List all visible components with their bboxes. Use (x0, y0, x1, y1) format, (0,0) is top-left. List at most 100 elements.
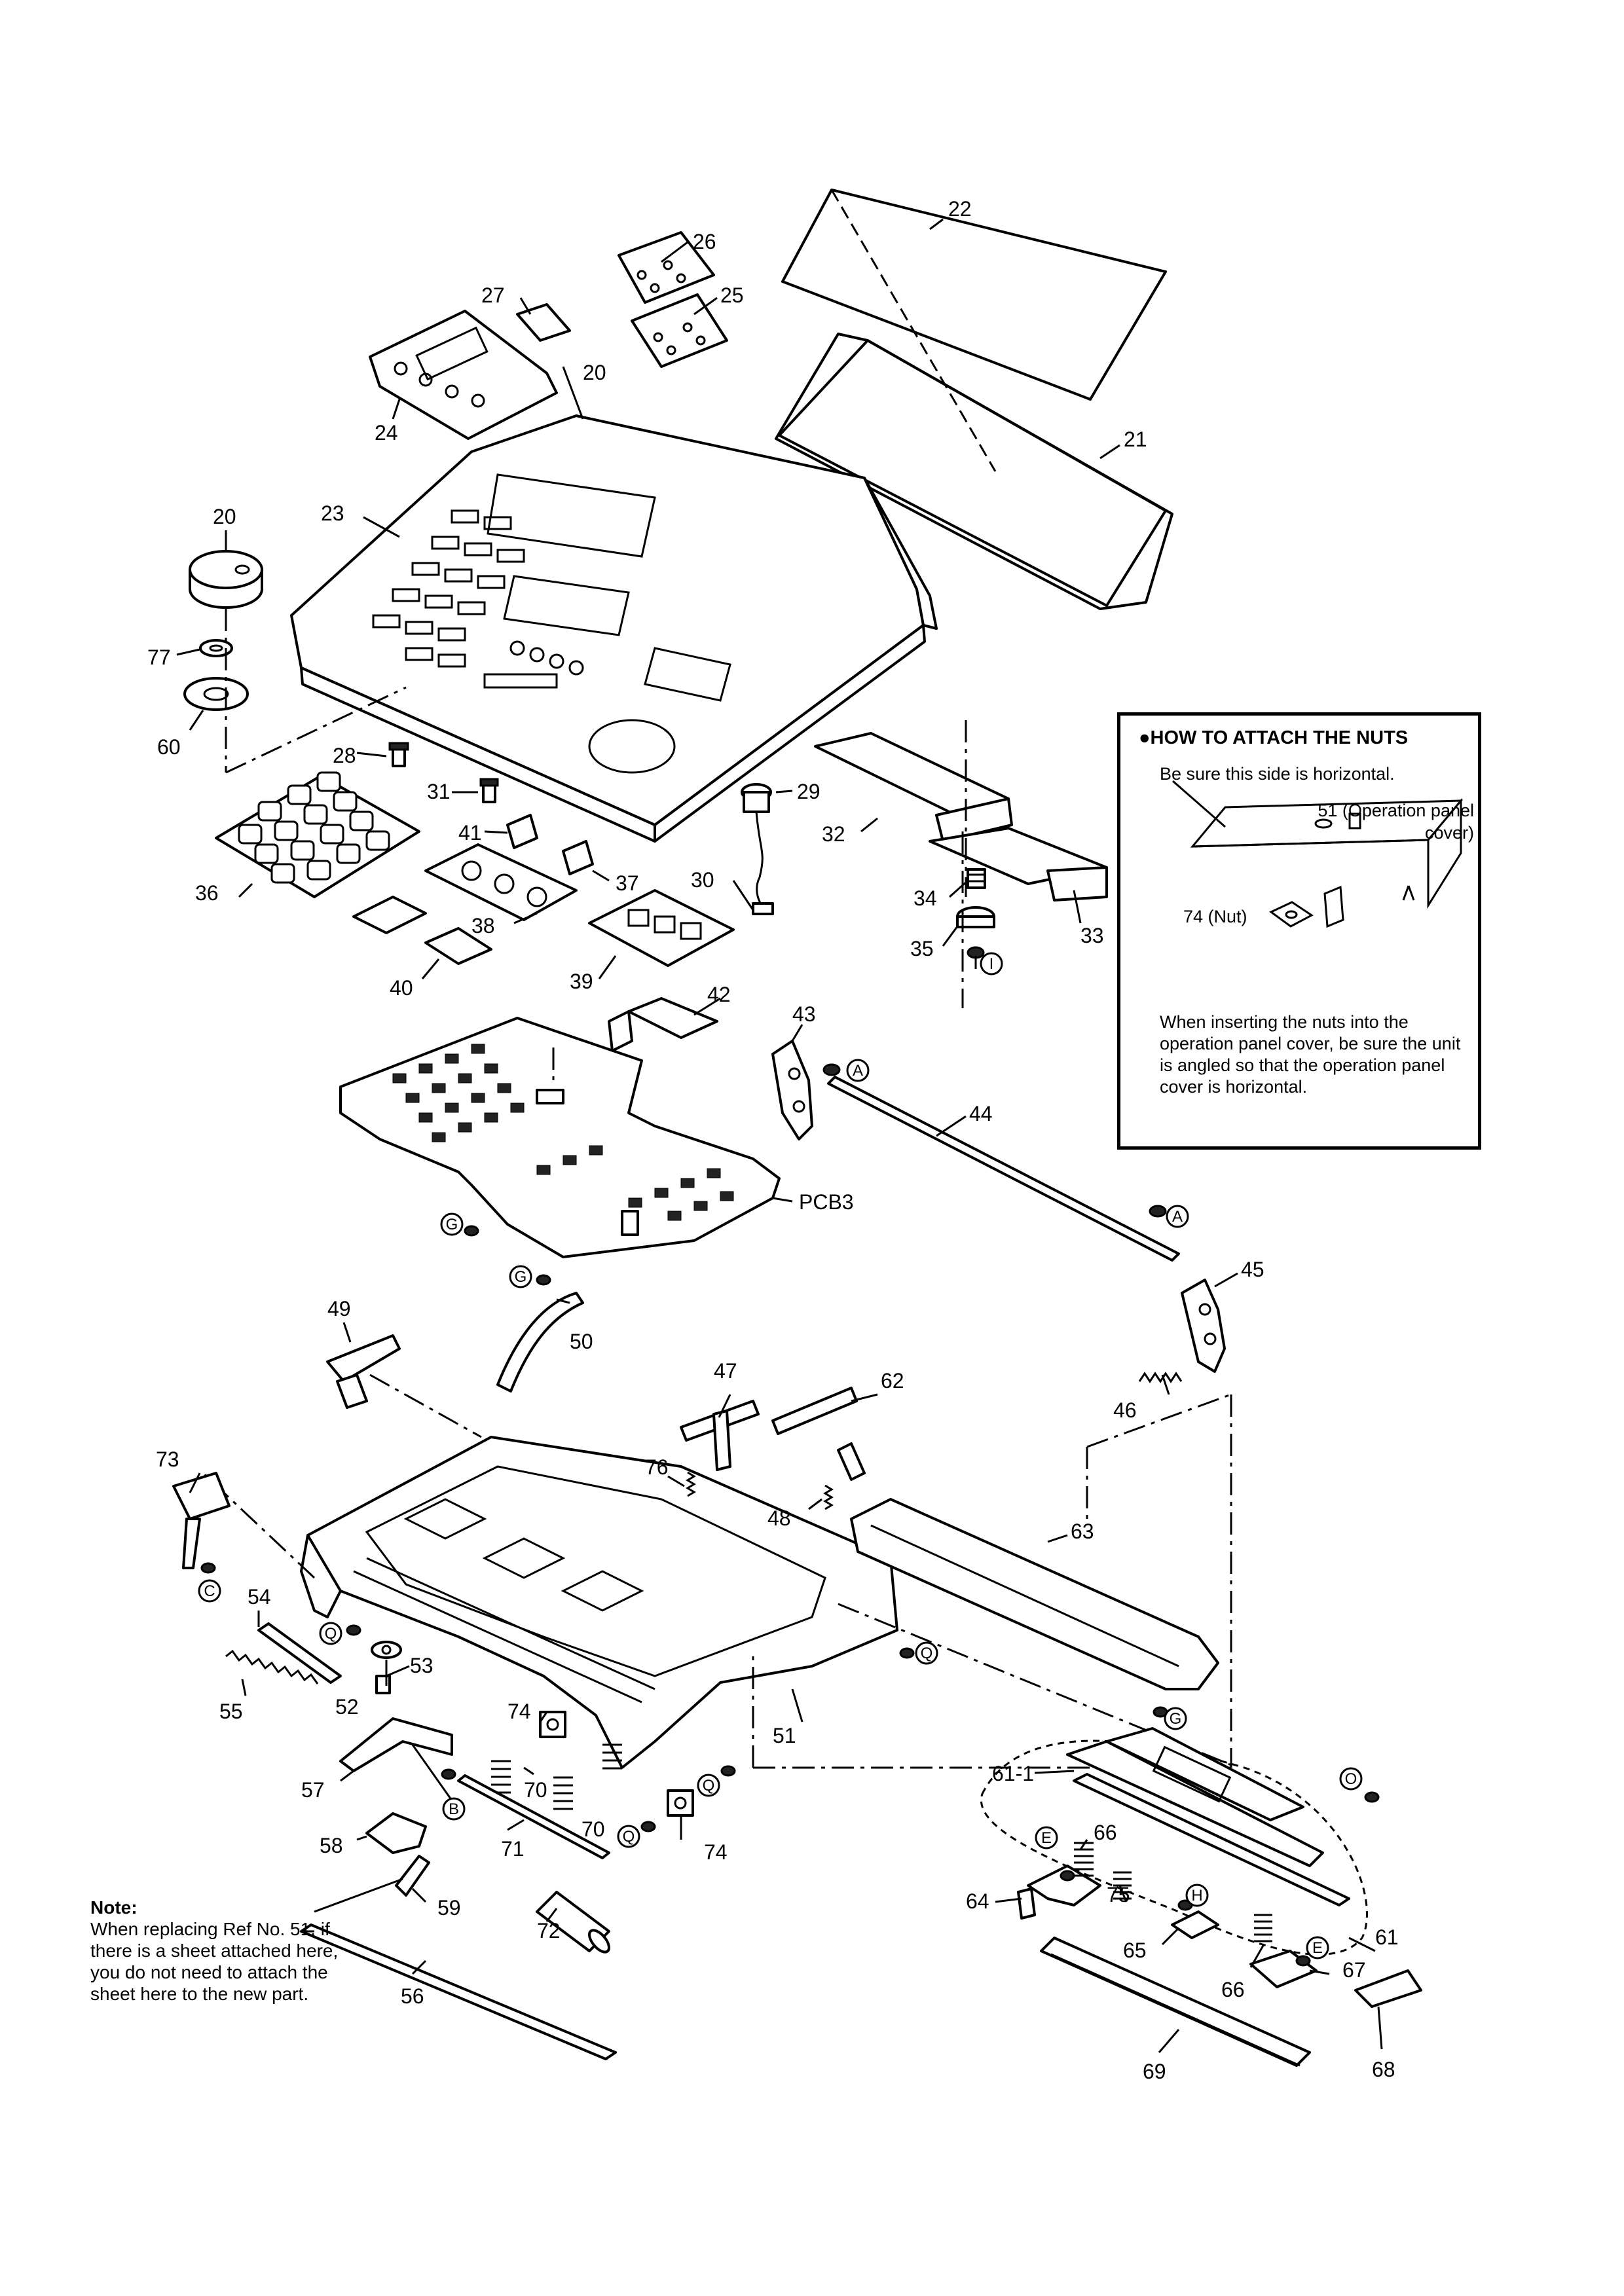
part-53-spring (375, 1675, 391, 1694)
part-62-lever (771, 1387, 866, 1481)
part-37-clip (562, 840, 594, 875)
part-35-gear (956, 906, 995, 928)
callout-63: 63 (1071, 1520, 1094, 1543)
part-40-buttons (352, 896, 492, 965)
instructions-body: When inserting the nuts into the operati… (1160, 1012, 1461, 1097)
callout-70: 70 (581, 1817, 605, 1841)
part-56-strip (300, 1923, 617, 2060)
instructions-title: ●HOW TO ATTACH THE NUTS (1139, 727, 1409, 748)
part-22-sheet (781, 189, 1167, 401)
screw-C (200, 1562, 216, 1574)
part-65-bracket (1171, 1910, 1219, 1939)
part-23-operation-cover (290, 414, 938, 843)
screw-ref-G: G (446, 1216, 458, 1233)
screw-ref-A: A (1172, 1208, 1183, 1226)
callout-69: 69 (1143, 2060, 1166, 2083)
screw-I (967, 946, 985, 969)
part-54-shaft (257, 1622, 342, 1684)
part-24-display (369, 310, 558, 440)
callout-31: 31 (427, 780, 451, 803)
part-51-ribs (353, 1557, 655, 1704)
callout-68: 68 (1372, 2058, 1395, 2081)
part-42-bracket (608, 997, 718, 1052)
part-71-shaft (457, 1774, 610, 1859)
screw-ref-Q: Q (325, 1625, 337, 1643)
callout-74: 74 (507, 1700, 531, 1723)
part-50-cable (496, 1292, 584, 1393)
screw-ref-O: O (1345, 1770, 1357, 1788)
callout-44: 44 (969, 1102, 993, 1125)
callout-60: 60 (157, 735, 181, 759)
part-51-operation-panel-cover (300, 1436, 898, 1769)
part-23-keys (372, 509, 584, 689)
part-49-lever (326, 1334, 401, 1409)
callout-43: 43 (792, 1002, 816, 1026)
callout-52: 52 (335, 1695, 359, 1719)
callout-42: 42 (707, 983, 731, 1006)
part-52-gear (371, 1641, 402, 1659)
callout-57: 57 (301, 1778, 325, 1802)
callout-61-1: 61-1 (992, 1762, 1034, 1785)
part-34-spring (967, 868, 986, 889)
part-60-ring (183, 677, 249, 711)
part-45-bracket (1181, 1279, 1226, 1373)
callout-48: 48 (767, 1506, 791, 1530)
callout-24: 24 (375, 421, 398, 445)
callout-20: 20 (583, 361, 606, 384)
part-70-springs (491, 1743, 622, 1810)
part-74-nut-b (667, 1789, 694, 1817)
callout-77: 77 (147, 646, 171, 669)
callout-45: 45 (1241, 1258, 1264, 1281)
screw-ref-E: E (1312, 1939, 1323, 1957)
part-26-pad (618, 231, 715, 304)
callout-75: 75 (1107, 1883, 1130, 1906)
callout-26: 26 (693, 230, 716, 253)
part-39-key-assembly (588, 889, 735, 967)
callout-49: 49 (327, 1297, 351, 1321)
part-29-cable (741, 783, 774, 915)
pcb3-connector (536, 1089, 639, 1236)
part-64-bracket (1017, 1865, 1101, 1920)
callout-54: 54 (248, 1585, 271, 1609)
part-66-spring-b (1254, 1914, 1272, 1942)
callout-62: 62 (881, 1369, 904, 1393)
callout-61: 61 (1375, 1925, 1399, 1949)
callout-33: 33 (1080, 924, 1104, 947)
part-63-roller-holder (850, 1498, 1219, 1690)
screw-ref-H: H (1191, 1887, 1202, 1904)
callout-56: 56 (401, 1984, 424, 2008)
callout-25: 25 (720, 283, 744, 307)
screw-ref-I: I (989, 955, 994, 973)
part-73-bracket (172, 1472, 231, 1569)
callout-74: 74 (704, 1840, 728, 1864)
part-33-bracket (929, 827, 1108, 902)
callout-50: 50 (570, 1330, 593, 1353)
screw-G1 (464, 1225, 479, 1237)
screw-ref-circles (198, 952, 1363, 1959)
screws-right (1060, 1870, 1311, 1967)
screw-A1 (822, 1063, 841, 1076)
part-59-sheet (395, 1855, 430, 1897)
part-21-tray-top (778, 339, 1167, 607)
note-title: Note: (90, 1897, 138, 1918)
instructions-line1: Be sure this side is horizontal. (1160, 764, 1395, 784)
screw-ref-Q: Q (921, 1645, 933, 1662)
callout-41: 41 (458, 821, 482, 845)
callout-38: 38 (471, 914, 495, 938)
part-38-buttons (424, 843, 578, 921)
callout-29: 29 (797, 780, 821, 803)
pad-holes (637, 260, 706, 355)
callout-35: 35 (910, 937, 934, 960)
operation-panel-cover-label: 51 (Operation panel cover) (1318, 801, 1474, 843)
part-75-spring (1113, 1871, 1132, 1900)
part-31-clip (479, 778, 499, 803)
nut-label: 74 (Nut) (1183, 907, 1247, 926)
screw-G2 (536, 1274, 551, 1286)
callout-32: 32 (822, 822, 845, 846)
callout-27: 27 (481, 283, 505, 307)
part-77-washer (199, 639, 233, 657)
part-58-bracket (365, 1812, 427, 1854)
screw-ref-G: G (515, 1268, 527, 1286)
callout-59: 59 (437, 1896, 461, 1920)
